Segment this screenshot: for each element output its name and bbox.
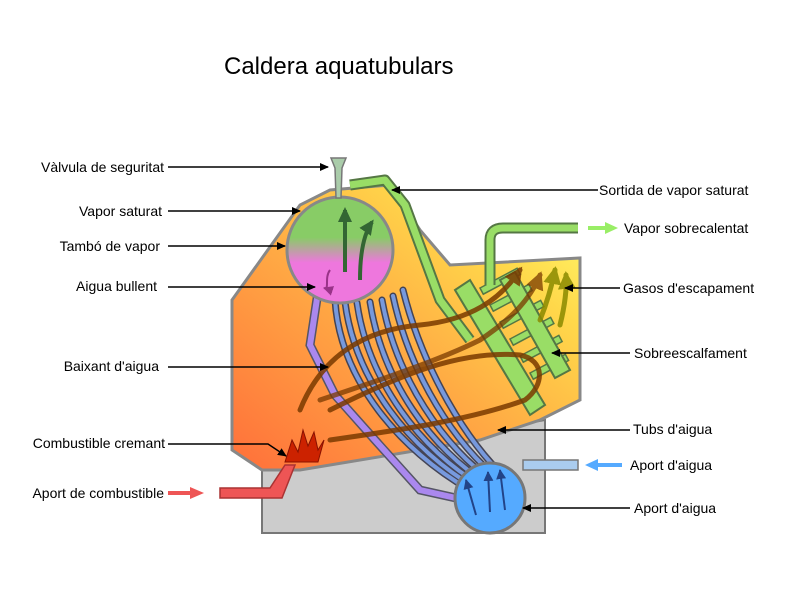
superheated-steam-pipe-fill xyxy=(486,224,578,285)
fuel-supply-pipe xyxy=(219,464,297,499)
label-steam-drum: Tambó de vapor xyxy=(60,238,161,254)
diagram-title: Caldera aquatubulars xyxy=(224,53,454,80)
steam-rise-arrow xyxy=(358,219,374,281)
superheated-steam-arrow-head xyxy=(605,222,618,234)
label-water-supply-1: Aport d'aigua xyxy=(630,457,712,473)
superheater-header xyxy=(453,278,547,417)
water-supply-arrow-head xyxy=(585,459,598,471)
safety-valve xyxy=(329,157,348,199)
water-rise-arrow xyxy=(496,469,507,511)
label-water-supply-2: Aport d'aigua xyxy=(634,500,716,516)
label-boiling-water: Aigua bullent xyxy=(76,278,157,294)
label-superheater: Sobreescalfament xyxy=(634,345,747,361)
water-rise-arrow xyxy=(483,471,494,513)
water-down-arrow xyxy=(323,269,335,296)
leader-burning-fuel xyxy=(168,443,287,457)
label-water-tubes: Tubs d'aigua xyxy=(633,421,712,437)
flame xyxy=(284,428,325,463)
hot-gas-flow xyxy=(297,266,576,443)
label-burning-fuel: Combustible cremant xyxy=(33,435,165,451)
label-saturated-steam: Vapor saturat xyxy=(79,203,162,219)
saturated-steam-pipe-fill xyxy=(349,176,473,343)
label-exhaust-gases: Gasos d'escapament xyxy=(623,280,754,296)
label-downcomer: Baixant d'aigua xyxy=(64,358,160,374)
fuel-supply-arrow-head xyxy=(190,487,204,499)
water-rise-arrow xyxy=(463,479,477,516)
water-supply-pipe xyxy=(522,459,579,471)
downcomer-fill xyxy=(306,289,468,503)
label-superheated-steam: Vapor sobrecalentat xyxy=(624,220,748,236)
label-safety-valve: Vàlvula de seguritat xyxy=(41,159,164,175)
label-saturated-steam-outlet: Sortida de vapor saturat xyxy=(599,182,749,198)
label-fuel-supply: Aport de combustible xyxy=(32,485,164,501)
